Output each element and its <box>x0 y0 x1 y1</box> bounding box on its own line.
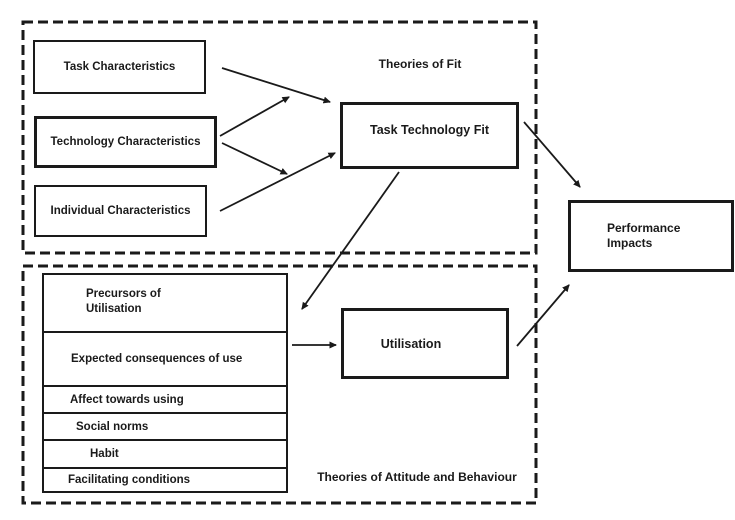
facilitating-conditions-label: Facilitating conditions <box>68 474 191 486</box>
table-row-facilitating-conditions: Facilitating conditions <box>44 467 286 491</box>
table-row-habit: Habit <box>44 439 286 467</box>
arrow-technology-to-fit-lower <box>221 142 288 175</box>
task-characteristics-box: Task Characteristics <box>33 40 206 94</box>
task-characteristics-label: Task Characteristics <box>63 61 176 73</box>
utilisation-box: Utilisation <box>341 308 509 379</box>
technology-characteristics-box: Technology Characteristics <box>34 116 217 168</box>
utilisation-label: Utilisation <box>380 336 442 351</box>
arrow-technology-to-fit-upper <box>219 96 290 137</box>
arrow-fit-to-precursors <box>301 171 400 310</box>
habit-label: Habit <box>90 448 119 460</box>
precursors-header-label: Precursors of Utilisation <box>86 288 161 315</box>
arrow-fit-to-performance <box>523 121 581 188</box>
precursors-table-header: Precursors of Utilisation <box>44 275 286 331</box>
precursors-of-utilisation-table: Precursors of Utilisation Expected conse… <box>42 273 288 493</box>
arrow-utilisation-to-performance <box>516 284 570 347</box>
individual-characteristics-label: Individual Characteristics <box>50 205 191 217</box>
performance-impacts-box: Performance Impacts <box>568 200 734 272</box>
technology-characteristics-label: Technology Characteristics <box>50 136 201 148</box>
task-technology-fit-box: Task Technology Fit <box>340 102 519 169</box>
social-norms-label: Social norms <box>76 420 149 433</box>
theories-of-fit-label: Theories of Fit <box>378 57 462 71</box>
arrow-individual-to-fit <box>219 152 336 212</box>
table-row-social-norms: Social norms <box>44 412 286 439</box>
performance-impacts-label: Performance Impacts <box>607 220 681 251</box>
theories-of-attitude-label: Theories of Attitude and Behaviour <box>317 470 517 484</box>
affect-towards-using-label: Affect towards using <box>70 393 184 406</box>
arrow-task-to-fit <box>221 67 331 104</box>
expected-consequences-label: Expected consequences of use <box>71 353 243 365</box>
individual-characteristics-box: Individual Characteristics <box>34 185 207 237</box>
table-row-affect-towards-using: Affect towards using <box>44 385 286 412</box>
table-row-expected-consequences: Expected consequences of use <box>44 331 286 385</box>
task-technology-fit-label: Task Technology Fit <box>370 122 489 137</box>
